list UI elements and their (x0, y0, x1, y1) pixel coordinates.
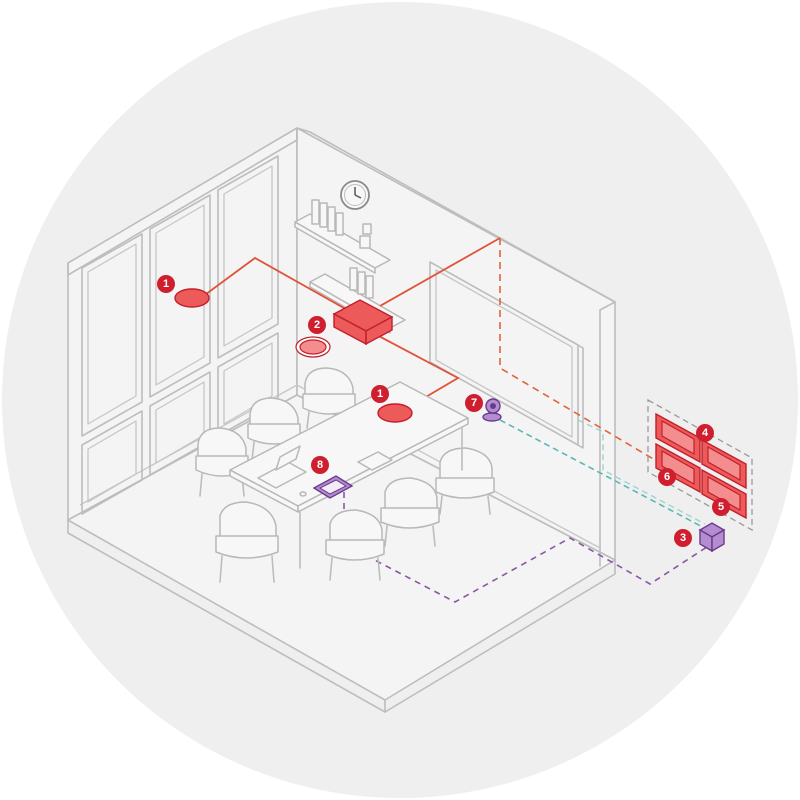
badge-speaker-bottom-right[interactable]: 5 (712, 498, 730, 516)
hub-cube (698, 522, 726, 553)
svg-text:8: 8 (317, 459, 323, 471)
svg-text:1: 1 (377, 388, 383, 400)
wire-display-hub (577, 419, 706, 525)
badge-tablet[interactable]: 8 (311, 456, 329, 474)
badge-speaker-top-right[interactable]: 4 (696, 424, 714, 442)
svg-text:3: 3 (680, 532, 686, 544)
speaker-rack (647, 398, 753, 532)
tablet-icon (312, 475, 354, 499)
notebook (357, 451, 393, 471)
wire-tablet-hub (343, 492, 711, 603)
audio-processor (332, 299, 394, 346)
svg-text:6: 6 (664, 471, 670, 483)
speaker-icon-3 (655, 442, 701, 494)
microphone-icon-left (174, 288, 210, 308)
svg-text:1: 1 (163, 278, 169, 290)
speaker-icon-4 (701, 468, 747, 520)
wire-mic-left (197, 256, 359, 317)
svg-text:5: 5 (718, 501, 724, 513)
svg-text:7: 7 (471, 397, 477, 409)
microphone-icon-ceiling (299, 339, 327, 355)
wiring (197, 237, 713, 603)
badge-speaker-bottom-left[interactable]: 6 (658, 468, 676, 486)
badge-camera[interactable]: 7 (465, 394, 483, 412)
speaker-icon-1 (655, 412, 701, 464)
wall-display (429, 261, 584, 449)
wire-display (379, 237, 501, 307)
svg-text:2: 2 (314, 319, 320, 331)
microphone-icon-table (377, 403, 413, 423)
speaker-icon-2 (701, 438, 747, 490)
badge-mic-table[interactable]: 1 (371, 385, 389, 403)
svg-text:4: 4 (702, 427, 709, 439)
camera-icon (482, 398, 502, 422)
badge-hub[interactable]: 3 (674, 529, 692, 547)
laptop-icon (257, 445, 307, 489)
badge-mic-left[interactable]: 1 (157, 275, 175, 293)
devices (174, 288, 726, 553)
badge-ceiling-mic[interactable]: 2 (308, 316, 326, 334)
clock-icon (340, 180, 370, 210)
